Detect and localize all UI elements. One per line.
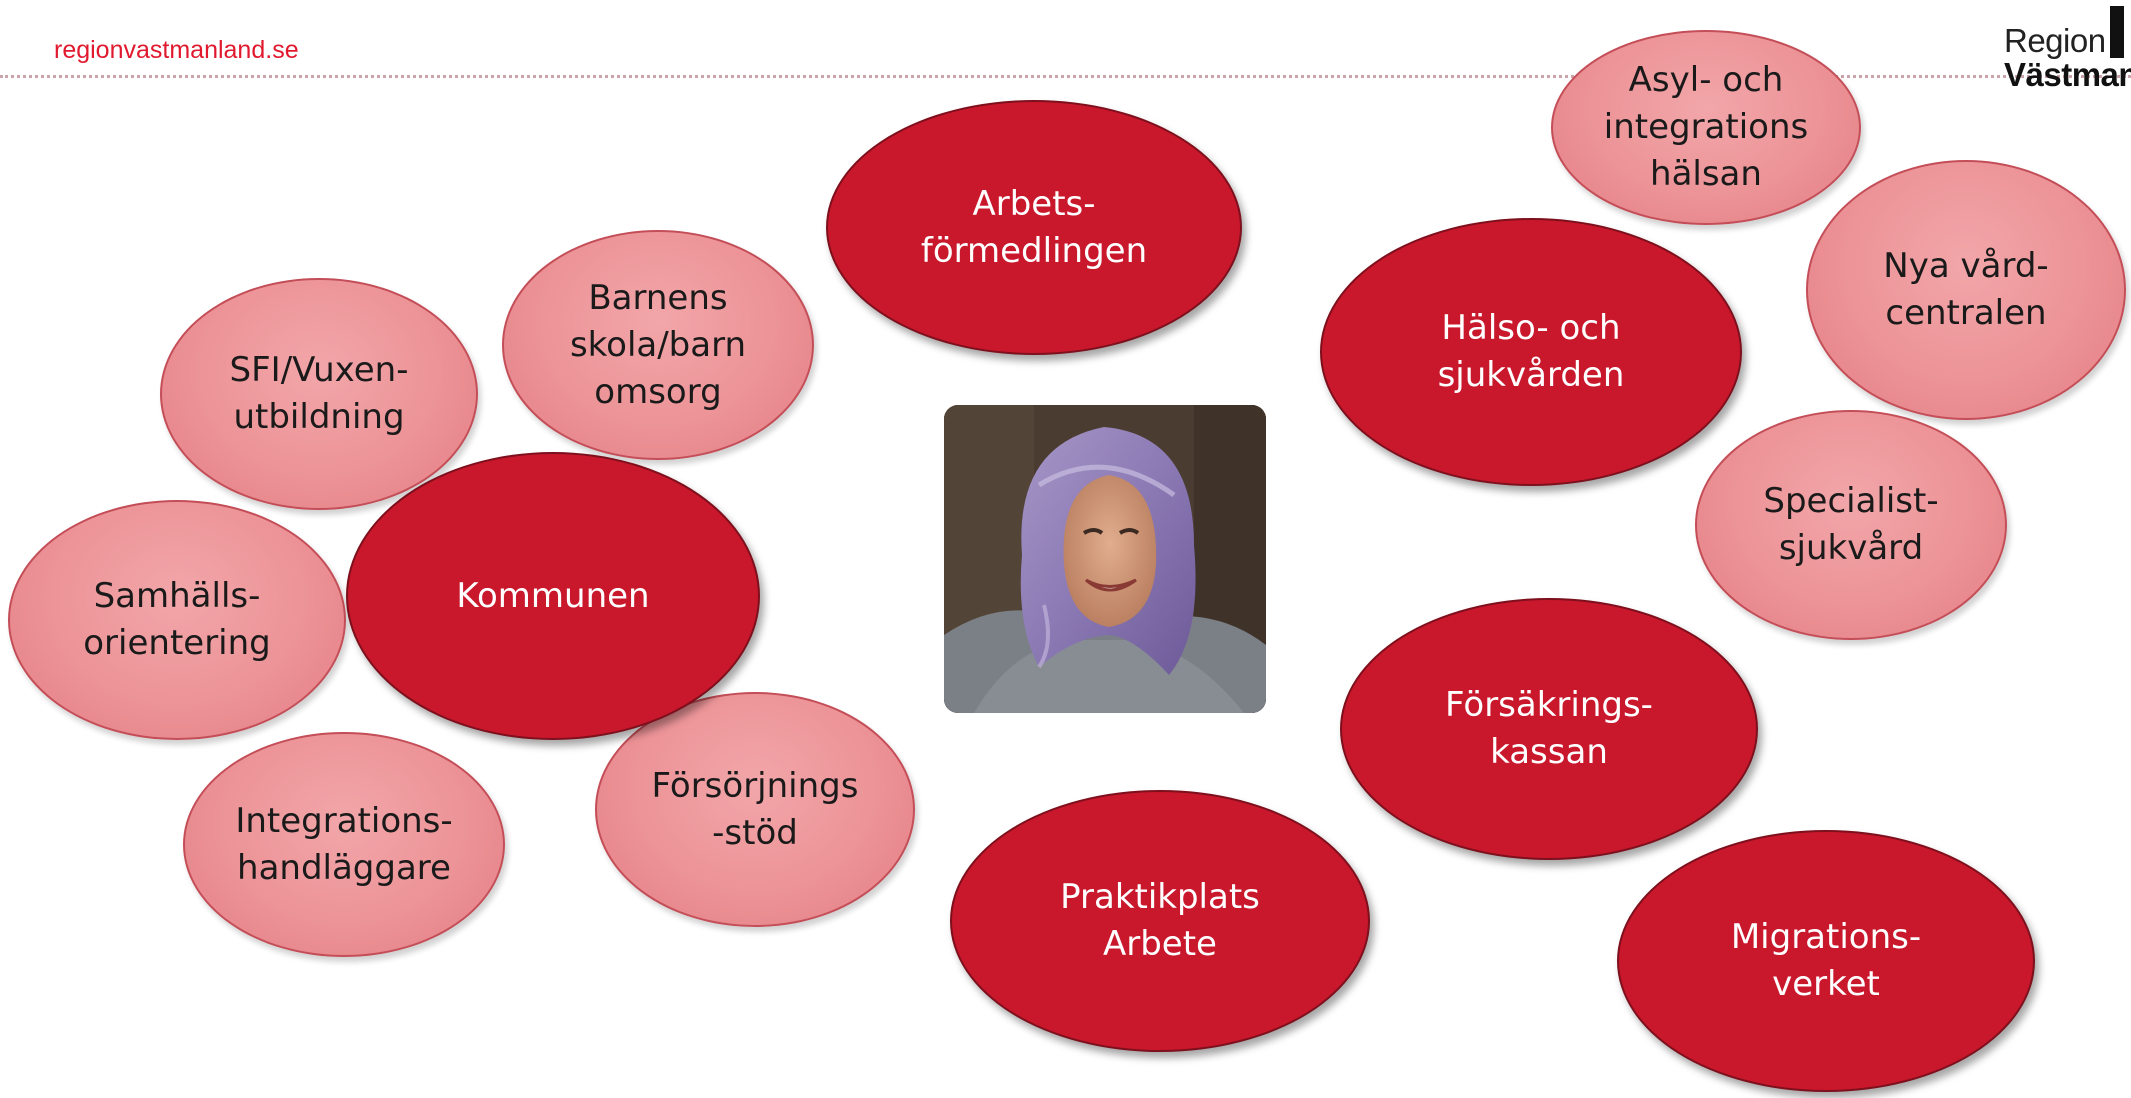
bubble-label: Arbets- förmedlingen bbox=[920, 183, 1148, 271]
bubble-label: Migrations- verket bbox=[1730, 917, 1922, 1004]
logo-bar bbox=[2110, 6, 2124, 58]
bubble-nya-vardcentralen: Nya vård- centralen bbox=[1806, 160, 2126, 420]
bubble-label: Barnens skola/barn omsorg bbox=[569, 277, 747, 412]
bubble-migrationsverket: Migrations- verket bbox=[1617, 830, 2035, 1092]
bubble-label: Nya vård- centralen bbox=[1883, 246, 2049, 333]
bubble-label: Försörjnings -stöd bbox=[651, 765, 859, 853]
bubble-praktikplats: Praktikplats Arbete bbox=[950, 790, 1370, 1052]
bubble-sfi: SFI/Vuxen- utbildning bbox=[160, 278, 478, 510]
bubble-label: Samhälls- orientering bbox=[83, 576, 271, 663]
bubble-arbetsformedlingen: Arbets- förmedlingen bbox=[826, 100, 1242, 355]
bubble-specialistsjukvard: Specialist- sjukvård bbox=[1695, 410, 2007, 640]
bubble-label: Integrations- handläggare bbox=[235, 800, 453, 888]
logo-line2: Västmanland bbox=[2004, 56, 2131, 93]
bubble-label: Hälso- och sjukvården bbox=[1437, 308, 1625, 395]
bubble-label: Specialist- sjukvård bbox=[1763, 481, 1939, 568]
region-logo: Region Västmanland bbox=[1988, 6, 2131, 96]
header-divider bbox=[0, 75, 2131, 78]
bubble-samhallsorientering: Samhälls- orientering bbox=[8, 500, 346, 740]
bubble-label: Försäkrings- kassan bbox=[1445, 685, 1653, 772]
site-url[interactable]: regionvastmanland.se bbox=[54, 36, 299, 64]
bubble-label: Asyl- och integrations hälsan bbox=[1603, 60, 1809, 194]
bubble-integrationshandlaggare: Integrations- handläggare bbox=[183, 732, 505, 957]
bubble-forsorjningsstod: Försörjnings -stöd bbox=[595, 692, 915, 927]
bubble-barnens-skola: Barnens skola/barn omsorg bbox=[502, 230, 814, 460]
bubble-halso-sjukvarden: Hälso- och sjukvården bbox=[1320, 218, 1742, 486]
logo-line1: Region bbox=[2004, 22, 2106, 59]
bubble-label: Praktikplats Arbete bbox=[1060, 877, 1260, 964]
person-illustration bbox=[944, 405, 1266, 713]
bubble-label: SFI/Vuxen- utbildning bbox=[229, 350, 409, 437]
bubble-kommunen: Kommunen bbox=[346, 452, 760, 740]
bubble-forsakringskassan: Försäkrings- kassan bbox=[1340, 598, 1758, 860]
center-person-photo bbox=[944, 405, 1266, 713]
bubble-asyl: Asyl- och integrations hälsan bbox=[1551, 30, 1861, 225]
bubble-label: Kommunen bbox=[456, 575, 650, 616]
